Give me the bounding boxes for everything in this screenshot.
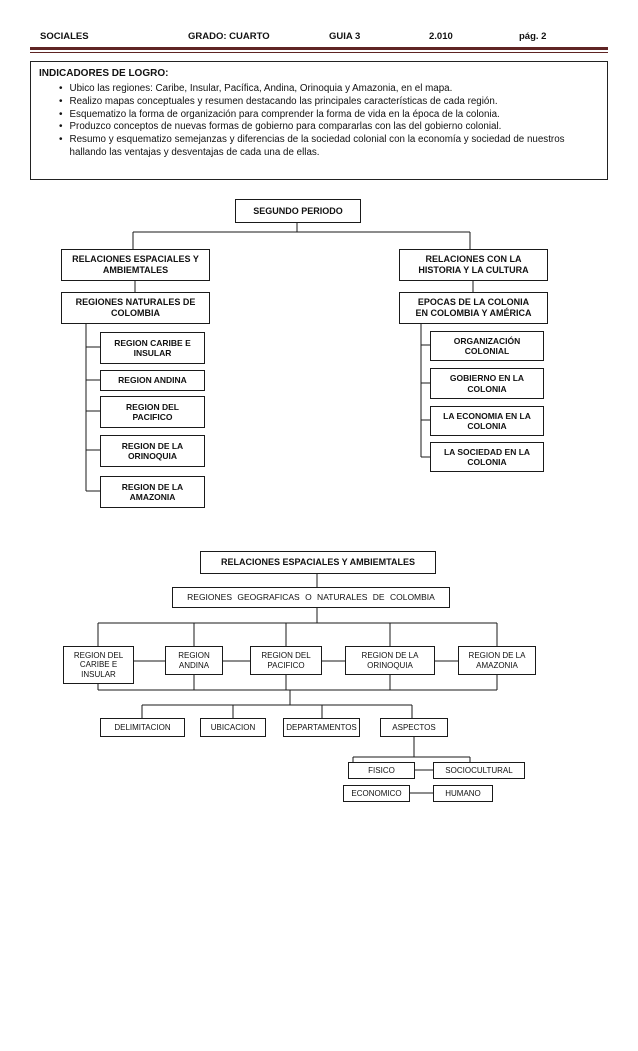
list-item: • Realizo mapas conceptuales y resumen d… <box>59 96 597 109</box>
indicators-box: INDICADORES DE LOGRO: • Ubico las region… <box>30 61 608 180</box>
node-departamentos: DEPARTAMENTOS <box>283 718 360 737</box>
list-item: • Resumo y esquematizo semejanzas y dife… <box>59 134 597 160</box>
header-guide: GUIA 3 <box>329 31 361 42</box>
node-economia-colonia: LA ECONOMIA EN LA COLONIA <box>430 406 544 436</box>
node-organizacion-colonial: ORGANIZACIÓN COLONIAL <box>430 331 544 361</box>
header-page-number: pág. 2 <box>519 31 547 42</box>
node-d2-region-pacifico: REGION DEL PACIFICO <box>250 646 322 675</box>
node-regiones-geograficas: REGIONES GEOGRAFICAS O NATURALES DE COLO… <box>172 587 450 608</box>
node-region-andina: REGION ANDINA <box>100 370 205 391</box>
header-year: 2.010 <box>429 31 453 42</box>
indicator-text: Produzco conceptos de nuevas formas de g… <box>69 121 502 133</box>
header-rule-thick <box>30 47 608 50</box>
header-rule-thin <box>30 52 608 53</box>
node-d2-region-caribe-insular: REGION DEL CARIBE E INSULAR <box>63 646 134 684</box>
bullet-icon: • <box>59 95 63 107</box>
indicator-text: Ubico las regiones: Caribe, Insular, Pac… <box>69 83 453 94</box>
indicator-text: Esquematizo la forma de organización par… <box>69 108 500 120</box>
node-epocas-colonia: EPOCAS DE LA COLONIA EN COLOMBIA Y AMÉRI… <box>399 292 548 324</box>
node-relaciones-espaciales: RELACIONES ESPACIALES Y AMBIEMTALES <box>61 249 210 281</box>
node-aspectos: ASPECTOS <box>380 718 448 737</box>
header-subject: SOCIALES <box>40 31 89 42</box>
indicator-text: Resumo y esquematizo semejanzas y difere… <box>69 134 565 158</box>
node-segundo-periodo: SEGUNDO PERIODO <box>235 199 361 223</box>
list-item: • Ubico las regiones: Caribe, Insular, P… <box>59 83 597 96</box>
indicators-title: INDICADORES DE LOGRO: <box>39 68 169 79</box>
node-region-caribe-insular: REGION CARIBE E INSULAR <box>100 332 205 364</box>
node-sociedad-colonia: LA SOCIEDAD EN LA COLONIA <box>430 442 544 472</box>
node-region-pacifico: REGION DEL PACIFICO <box>100 396 205 428</box>
node-aspecto-economico: ECONOMICO <box>343 785 410 802</box>
indicator-text: Realizo mapas conceptuales y resumen des… <box>69 95 498 107</box>
node-aspecto-fisico: FISICO <box>348 762 415 779</box>
list-item: • Esquematizo la forma de organización p… <box>59 109 597 122</box>
node-regiones-naturales-colombia: REGIONES NATURALES DE COLOMBIA <box>61 292 210 324</box>
node-d2-region-orinoquia: REGION DE LA ORINOQUIA <box>345 646 435 675</box>
bullet-icon: • <box>59 121 63 133</box>
node-region-amazonia: REGION DE LA AMAZONIA <box>100 476 205 508</box>
node-relaciones-historia-cultura: RELACIONES CON LA HISTORIA Y LA CULTURA <box>399 249 548 281</box>
list-item: • Produzco conceptos de nuevas formas de… <box>59 121 597 134</box>
node-d2-title: RELACIONES ESPACIALES Y AMBIEMTALES <box>200 551 436 574</box>
node-aspecto-humano: HUMANO <box>433 785 493 802</box>
bullet-icon: • <box>59 134 63 146</box>
header-grade: GRADO: CUARTO <box>188 31 270 42</box>
node-d2-region-andina: REGION ANDINA <box>165 646 223 675</box>
bullet-icon: • <box>59 83 63 94</box>
node-d2-region-amazonia: REGION DE LA AMAZONIA <box>458 646 536 675</box>
node-gobierno-colonia: GOBIERNO EN LA COLONIA <box>430 368 544 399</box>
node-aspecto-sociocultural: SOCIOCULTURAL <box>433 762 525 779</box>
bullet-icon: • <box>59 108 63 120</box>
node-region-orinoquia: REGION DE LA ORINOQUIA <box>100 435 205 467</box>
node-delimitacion: DELIMITACION <box>100 718 185 737</box>
node-ubicacion: UBICACION <box>200 718 266 737</box>
